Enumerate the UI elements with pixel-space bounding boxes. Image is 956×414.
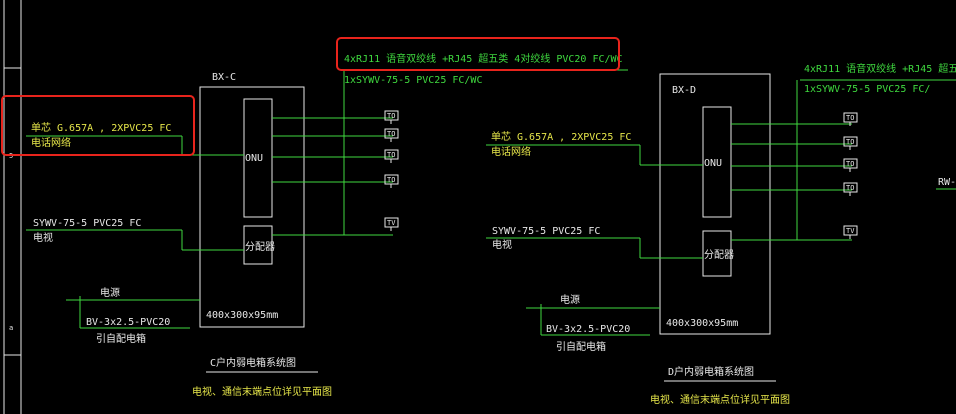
power-caption-c: 电源 [100,286,120,299]
cabinet-c[interactable] [199,86,305,328]
fiber-caption-d: 电话网络 [491,145,531,158]
tv-outlet-c: TV [387,219,396,227]
tv-caption-c: 电视 [33,231,53,244]
coax-spec-d: 1xSYWV-75-5 PVC25 FC/ [804,84,930,95]
panel-c: BX-C ONU 分配器 400x300x95mm 4xRJ11 语音双绞线 +… [26,52,628,398]
drawing-border: 5 a [3,0,22,414]
cabinet-d-dimension: 400x300x95mm [666,318,738,329]
to-outlet-c-4: TO [387,176,395,184]
power-spec-c: BV-3x2.5-PVC20 [86,317,170,328]
onu-c[interactable] [243,98,273,218]
outlet-symbols-c: TO TO TO TO TV [384,110,399,231]
outlet-lines-d [731,123,852,241]
tv-outlet-d: TV [846,227,855,235]
splitter-c-label: 分配器 [245,241,275,253]
power-spec-d: BV-3x2.5-PVC20 [546,324,630,335]
highlight-outlet-spec [336,37,620,71]
panel-d: BX-D ONU 分配器 400x300x95mm 4xRJ11 语音双绞线 +… [486,62,956,406]
onu-d-label: ONU [704,158,722,169]
tv-spec-d: SYWV-75-5 PVC25 FC [492,226,600,237]
to-outlet-c-3: TO [387,151,395,159]
outlet-symbols-d: TO TO TO TO TV [843,112,858,239]
cabinet-c-dimension: 400x300x95mm [206,310,278,321]
to-outlet-d-2: TO [846,138,854,146]
to-outlet-d-1: TO [846,114,854,122]
sidebar-mark-2: a [9,324,13,332]
subtitle-c: 电视、通信末端点位详见平面图 [192,385,332,398]
to-outlet-c-1: TO [387,112,395,120]
title-c: C户内弱电箱系统图 [210,356,296,369]
splitter-d[interactable] [702,230,732,277]
outlet-lines-c [272,117,393,236]
title-d: D户内弱电箱系统图 [668,365,754,378]
tv-spec-c: SYWV-75-5 PVC25 FC [33,218,141,229]
power-caption-d: 电源 [560,293,580,306]
power-source-c: 引自配电箱 [96,332,146,345]
subtitle-d: 电视、通信末端点位详见平面图 [650,393,790,406]
tv-caption-d: 电视 [492,238,512,251]
to-outlet-c-2: TO [387,130,395,138]
fiber-caption-c: 电话网络 [31,136,71,149]
onu-d[interactable] [702,106,732,218]
cabinet-d[interactable] [659,73,771,335]
cabinet-c-label: BX-C [212,72,236,83]
outlet-spec-c: 4xRJ11 语音双绞线 +RJ45 超五类 4对绞线 PVC20 FC/WC [344,52,623,65]
splitter-d-label: 分配器 [704,249,734,261]
cabinet-d-label: BX-D [672,85,696,96]
splitter-c[interactable] [243,225,273,265]
coax-spec-c: 1xSYWV-75-5 PVC25 FC/WC [344,75,482,86]
fiber-spec-c: 单芯 G.657A , 2XPVC25 FC [31,121,171,134]
far-right-label: RW- [938,177,956,188]
to-outlet-d-3: TO [846,160,854,168]
highlight-fiber-spec [1,95,195,156]
power-source-d: 引自配电箱 [556,340,606,353]
fiber-spec-d: 单芯 G.657A , 2XPVC25 FC [491,130,631,143]
onu-c-label: ONU [245,153,263,164]
to-outlet-d-4: TO [846,184,854,192]
outlet-spec-d: 4xRJ11 语音双绞线 +RJ45 超五类 [804,62,956,75]
